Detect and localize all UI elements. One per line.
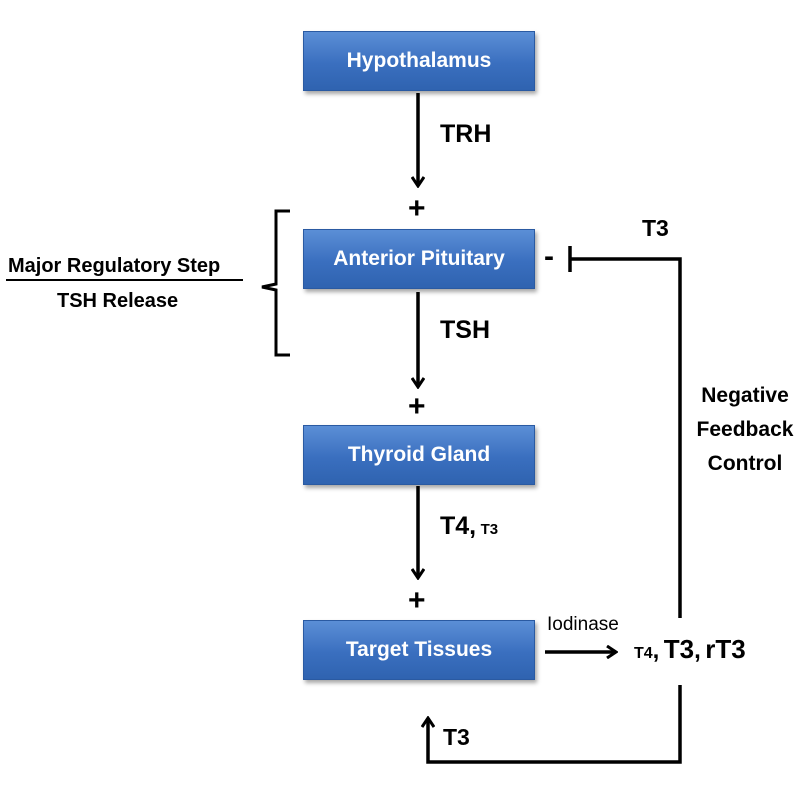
minus-sign: - [544,240,554,273]
target-tissues-box: Target Tissues [303,620,535,680]
plus-sign-2: + [408,390,426,423]
plus-sign-1: + [408,192,426,225]
product-t3: T3 [663,634,695,664]
feedback-line-3: Control [707,452,783,475]
product-comma-1: , [652,637,660,664]
side-note-title: Major Regulatory Step [8,255,221,277]
side-note-subtitle: TSH Release [57,290,179,312]
products-label: T4, T3, rT3 [634,634,746,665]
thyroid-gland-box: Thyroid Gland [303,425,535,485]
t3-small-label: T3 [480,521,499,538]
product-t4: T4 [634,645,653,662]
t4-label: T4, [440,512,477,540]
thyroid-gland-label: Thyroid Gland [347,443,491,466]
negative-feedback-label: Negative Feedback Control [694,379,796,481]
feedback-line-2: Feedback [696,418,794,441]
anterior-pituitary-label: Anterior Pituitary [333,247,505,270]
target-tissues-label: Target Tissues [345,638,493,661]
return-t3-label: T3 [443,724,470,750]
feedback-t3-label: T3 [642,215,669,241]
trh-label: TRH [440,120,492,148]
negative-feedback-line [570,257,682,618]
regulatory-bracket [261,209,290,357]
product-comma-2: , [694,637,701,664]
hypothalamus-box: Hypothalamus [303,31,535,91]
feedback-line-1: Negative [701,384,789,407]
hypothalamus-label: Hypothalamus [346,49,492,72]
t4-t3-label: T4, T3 [440,512,498,541]
return-t3-line [428,685,682,764]
anterior-pituitary-box: Anterior Pituitary [303,229,535,289]
product-rt3: rT3 [705,634,746,664]
plus-sign-3: + [408,584,426,617]
tsh-label: TSH [440,316,490,344]
iodinase-label: Iodinase [547,614,619,635]
